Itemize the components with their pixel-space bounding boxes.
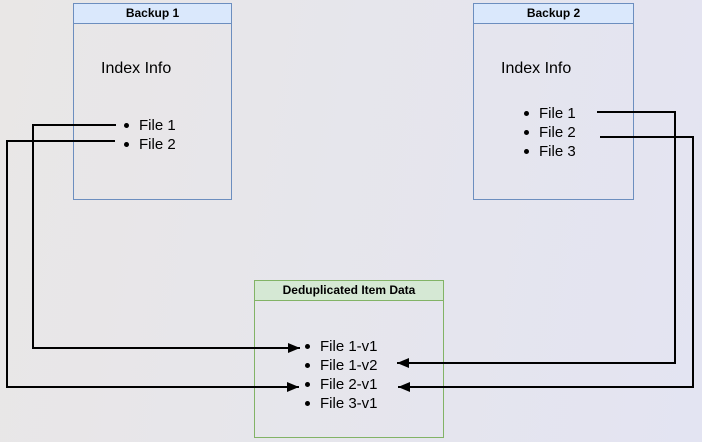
node-backup-1-index-info-label: Index Info bbox=[101, 60, 172, 77]
list-item: File 2 bbox=[124, 135, 176, 154]
node-backup-2-index-info-label: Index Info bbox=[501, 60, 572, 77]
node-backup-2-title: Backup 2 bbox=[474, 4, 633, 24]
list-item: File 2-v1 bbox=[305, 375, 378, 394]
list-item: File 1-v1 bbox=[305, 337, 378, 356]
list-item: File 1-v2 bbox=[305, 356, 378, 375]
list-item: File 3 bbox=[524, 142, 576, 161]
node-backup-1-title: Backup 1 bbox=[74, 4, 231, 24]
list-item: File 1 bbox=[524, 104, 576, 123]
list-item: File 2 bbox=[524, 123, 576, 142]
list-item: File 3-v1 bbox=[305, 394, 378, 413]
node-deduplicated-item-data-title: Deduplicated Item Data bbox=[255, 281, 443, 301]
list-item: File 1 bbox=[124, 116, 176, 135]
